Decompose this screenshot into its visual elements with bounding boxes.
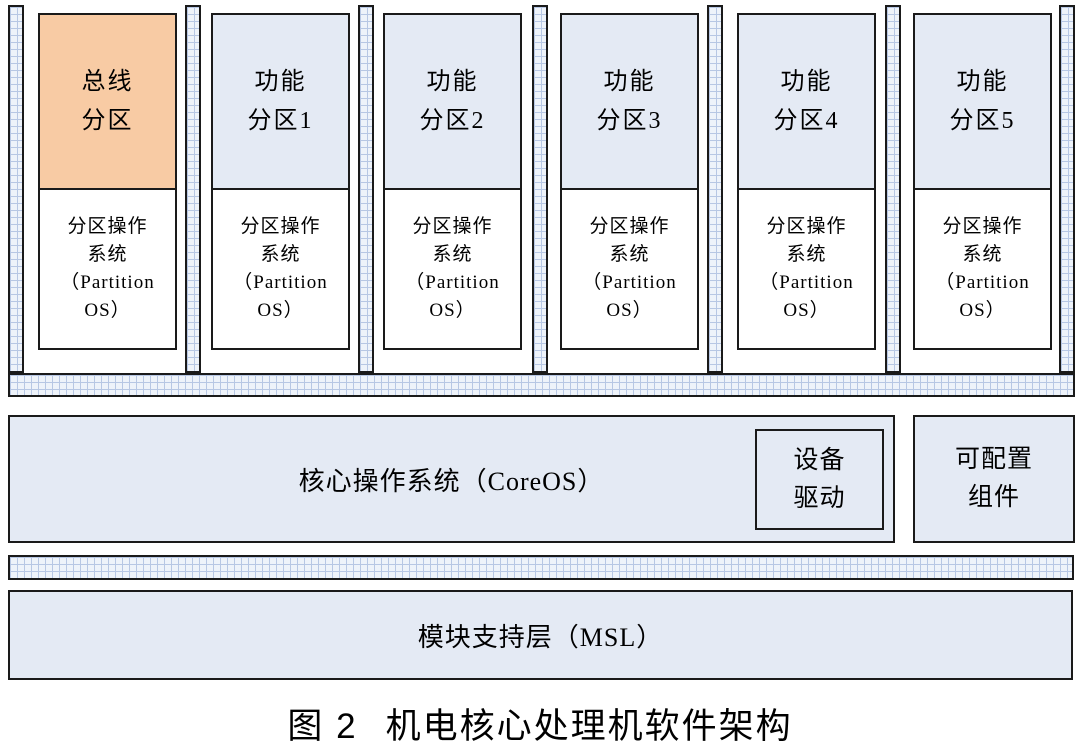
coreos-label: 核心操作系统（CoreOS） — [298, 466, 605, 496]
vertical-bus-bar — [707, 5, 723, 373]
vertical-bus-bar — [358, 5, 374, 373]
device-driver-box: 设备 驱动 — [755, 429, 884, 530]
vertical-bus-bar — [885, 5, 901, 373]
vertical-bus-bar — [1059, 5, 1075, 373]
figure-title: 机电核心处理机软件架构 — [385, 707, 793, 746]
coreos-box: 核心操作系统（CoreOS） 设备 驱动 — [8, 415, 895, 543]
bus-partition-box: 总线 分区 — [38, 13, 177, 190]
partition-column-function-5: 功能 分区5 分区操作 系统 （Partition OS） — [913, 13, 1052, 350]
partition-column-bus: 总线 分区 分区操作 系统 （Partition OS） — [38, 13, 177, 350]
partition-os-box: 分区操作 系统 （Partition OS） — [211, 188, 350, 350]
partition-os-box: 分区操作 系统 （Partition OS） — [737, 188, 876, 350]
vertical-bus-bar — [532, 5, 548, 373]
partition-column-function-2: 功能 分区2 分区操作 系统 （Partition OS） — [383, 13, 522, 350]
partition-column-function-1: 功能 分区1 分区操作 系统 （Partition OS） — [211, 13, 350, 350]
msl-box: 模块支持层（MSL） — [8, 590, 1073, 680]
partition-os-box: 分区操作 系统 （Partition OS） — [560, 188, 699, 350]
partition-os-box: 分区操作 系统 （Partition OS） — [913, 188, 1052, 350]
figure-caption: 图 2 机电核心处理机软件架构 — [0, 698, 1080, 747]
function-partition-4-box: 功能 分区4 — [737, 13, 876, 190]
partition-column-function-3: 功能 分区3 分区操作 系统 （Partition OS） — [560, 13, 699, 350]
partition-os-box: 分区操作 系统 （Partition OS） — [383, 188, 522, 350]
function-partition-2-box: 功能 分区2 — [383, 13, 522, 190]
figure-number: 图 2 — [287, 707, 358, 746]
configurable-component-box: 可配置 组件 — [913, 415, 1075, 543]
horizontal-bus-bar-lower — [8, 555, 1074, 580]
vertical-bus-bar — [185, 5, 201, 373]
partition-os-box: 分区操作 系统 （Partition OS） — [38, 188, 177, 350]
msl-label: 模块支持层（MSL） — [417, 622, 664, 652]
horizontal-bus-bar-upper — [8, 373, 1075, 397]
function-partition-5-box: 功能 分区5 — [913, 13, 1052, 190]
function-partition-3-box: 功能 分区3 — [560, 13, 699, 190]
partition-column-function-4: 功能 分区4 分区操作 系统 （Partition OS） — [737, 13, 876, 350]
vertical-bus-bar — [8, 5, 24, 373]
function-partition-1-box: 功能 分区1 — [211, 13, 350, 190]
